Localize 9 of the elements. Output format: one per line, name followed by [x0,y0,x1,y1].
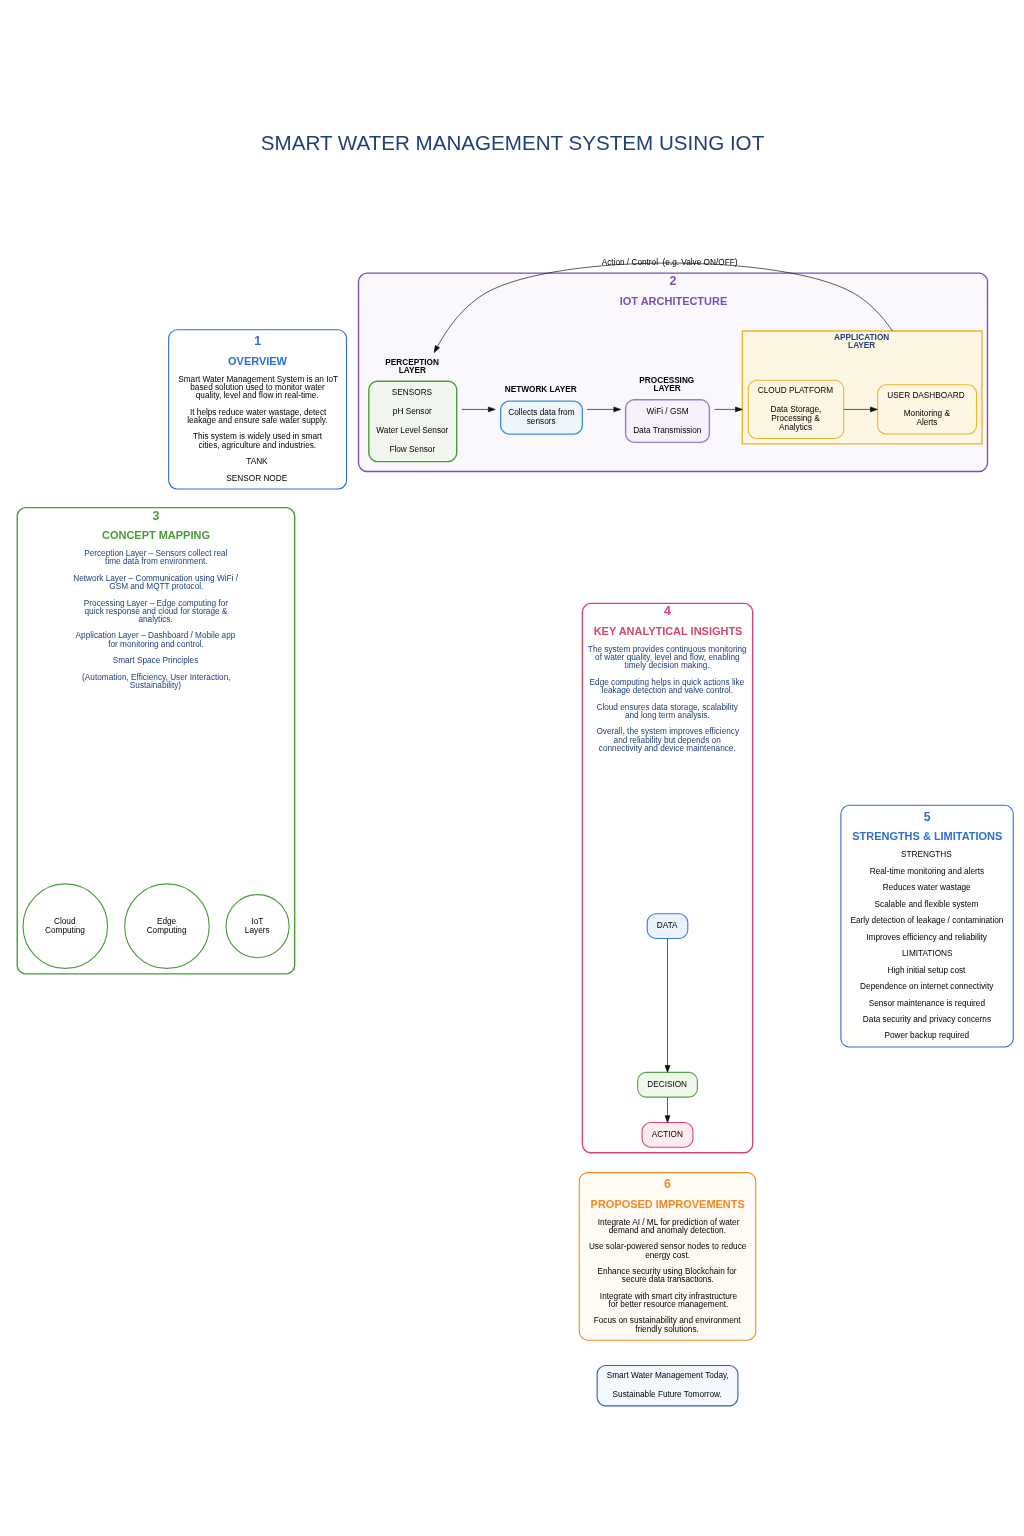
cluster [741,330,983,445]
arrow [664,938,670,1073]
arrow [460,406,496,413]
arrow [713,406,743,413]
arrow [433,262,893,353]
arrow [586,406,621,413]
arrow [664,1096,670,1123]
diagram-title: SMART WATER MANAGEMENT SYSTEM USING IOT [260,130,764,154]
arrow [842,406,878,413]
